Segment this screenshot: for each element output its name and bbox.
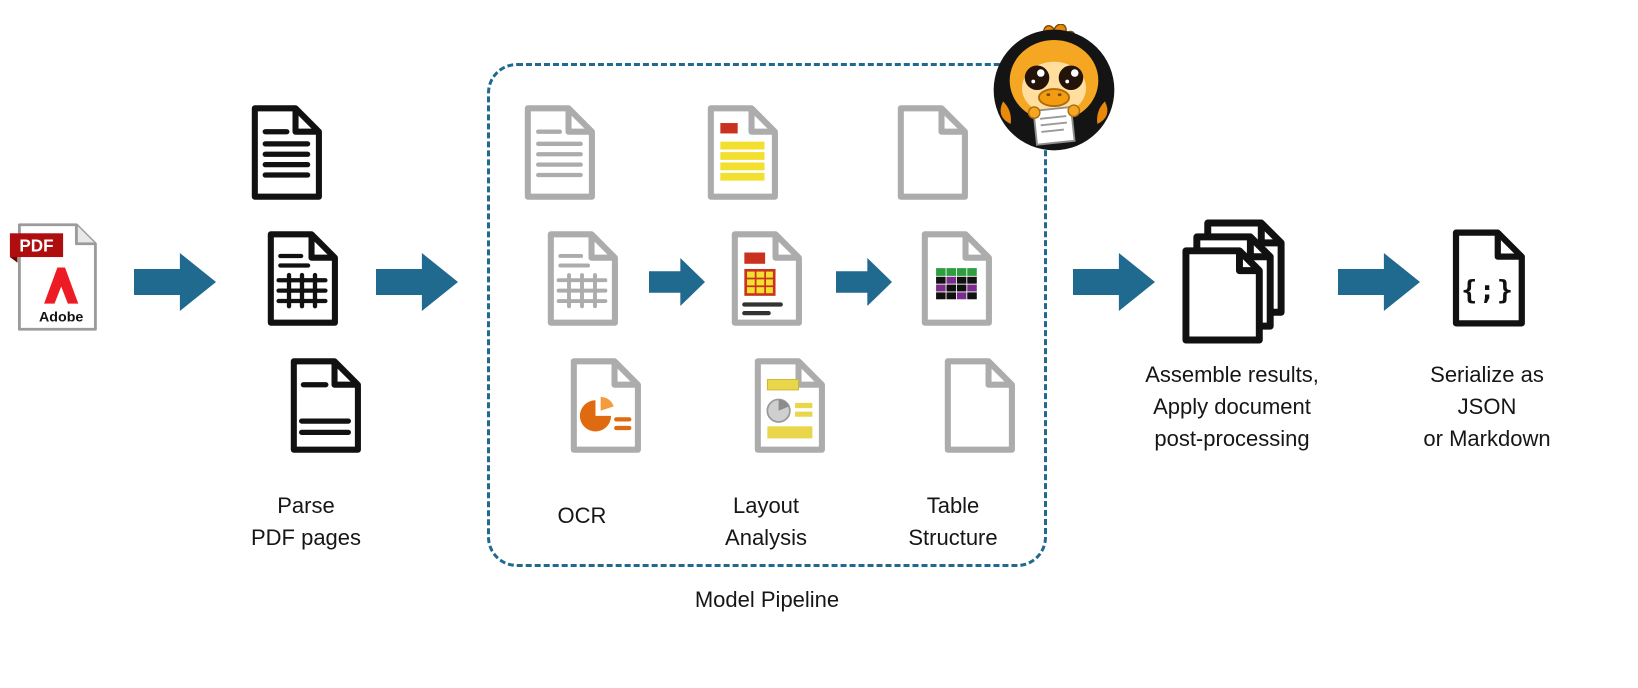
ocr-stage-label: OCR: [557, 503, 607, 528]
model-pipeline-label: Model Pipeline: [694, 587, 840, 612]
blank-document-icon: [940, 357, 1018, 454]
table-structure-stage-label: Table Structure: [908, 493, 998, 550]
parse-stage-label: Parse PDF pages: [250, 493, 362, 550]
pdf-badge-ribbon: [9, 233, 64, 258]
text-document-icon: [247, 104, 325, 201]
table-document-gray-icon: [543, 230, 621, 327]
text-document-gray-icon: [520, 104, 598, 201]
pie-chart-document-icon: [566, 357, 644, 454]
flow-arrow-icon: [1338, 253, 1420, 311]
report-document-icon: [286, 357, 364, 454]
adobe-pdf-file-icon: PDF Adobe: [8, 220, 103, 334]
pie-chart-icon: [579, 400, 612, 432]
serialize-label: Serialize as JSON or Markdown: [1423, 362, 1551, 451]
json-braces-document-icon: {;}: [1448, 228, 1528, 328]
model-pipeline-box: [487, 63, 1047, 567]
docling-duck-mascot-icon: [988, 24, 1120, 156]
assemble-results-label: Assemble results, Apply document post-pr…: [1145, 362, 1319, 451]
flow-arrow-icon: [1073, 253, 1155, 311]
table-grid-icon: [936, 268, 977, 300]
adobe-logo-icon: [44, 267, 79, 304]
highlighted-text-document-icon: [703, 104, 781, 201]
flow-arrow-icon: [836, 258, 892, 306]
layout-analysis-stage-label: Layout Analysis: [725, 493, 807, 550]
flow-arrow-icon: [134, 253, 216, 311]
stacked-pages-icon: [1178, 218, 1293, 349]
flow-arrow-icon: [649, 258, 705, 306]
layout-blocks-document-icon: [727, 230, 805, 327]
json-braces-glyph: {;}: [1461, 275, 1514, 306]
pdf-badge-label: PDF: [19, 236, 53, 255]
adobe-brand-label: Adobe: [39, 310, 83, 326]
blank-document-icon: [893, 104, 971, 201]
recognized-table-document-icon: [917, 230, 995, 327]
table-document-icon: [263, 230, 341, 327]
chart-report-document-icon: [750, 357, 828, 454]
flow-arrow-icon: [376, 253, 458, 311]
